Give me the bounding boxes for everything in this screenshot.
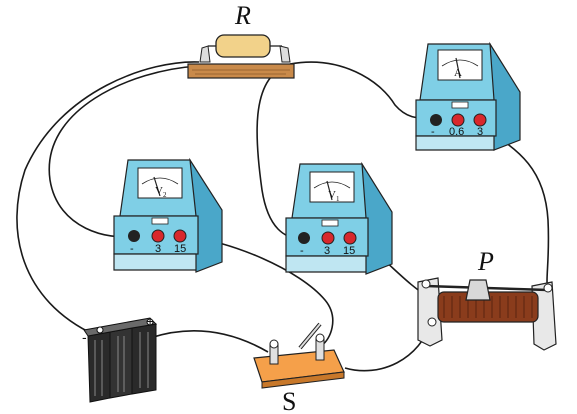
battery-cell-2 <box>109 327 133 399</box>
battery-cell-1 <box>87 331 111 403</box>
rheostat-terminal-top-left <box>421 279 431 289</box>
resistor-right-post <box>279 45 291 63</box>
ammeter-tick-06: 0.6 <box>449 126 464 138</box>
rheostat-label: P <box>477 247 494 276</box>
ammeter-needle <box>455 57 461 79</box>
wire-resistor-right-to-vmid-minus <box>256 65 304 239</box>
voltmeter-left-tick-minus: - <box>130 243 134 255</box>
rheostat-slider <box>465 279 491 301</box>
voltmeter-left-terminal-15 <box>173 229 187 243</box>
voltmeter-mid-tick-3: 3 <box>324 245 330 257</box>
voltmeter-mid-terminal-3 <box>321 231 335 245</box>
voltmeter-left-terminal-3 <box>151 229 165 243</box>
svg-text:V1: V1 <box>328 189 340 203</box>
ammeter-terminal-06 <box>451 113 465 127</box>
voltmeter-left-symbol: V <box>155 185 163 197</box>
voltmeter-left-subscript: 2 <box>163 191 167 199</box>
svg-text:V2: V2 <box>155 185 167 199</box>
voltmeter-mid-terminal-15 <box>343 231 357 245</box>
battery-cell-3 <box>131 323 157 395</box>
voltmeter-mid-symbol: V <box>328 189 336 201</box>
voltmeter-mid-terminal-minus <box>298 232 310 244</box>
voltmeter-mid-tick-15: 15 <box>343 245 355 257</box>
ammeter-symbol: A <box>454 67 462 79</box>
ammeter-terminal-minus <box>430 114 442 126</box>
wire-resistor-to-vleft-minus <box>48 65 200 238</box>
rheostat: P <box>417 247 557 351</box>
ammeter-dial <box>437 49 483 81</box>
voltmeter-mid-subscript: 1 <box>336 195 340 203</box>
ammeter-tick-minus: - <box>431 126 435 138</box>
resistor-body <box>215 34 271 58</box>
resistor-label: R <box>234 1 251 30</box>
resistor-base-board <box>187 63 295 79</box>
voltmeter-left-needle <box>153 176 161 197</box>
voltmeter-left-tick-15: 15 <box>174 243 186 255</box>
ammeter-tick-3: 3 <box>477 126 483 138</box>
battery-plus: + <box>146 313 154 329</box>
battery-minus: - <box>82 329 87 345</box>
wire-resistor-left-to-battery <box>16 61 200 336</box>
voltmeter-mid-needle <box>326 180 333 201</box>
voltmeter-mid-tick-minus: - <box>300 245 304 257</box>
switch: S <box>253 322 345 414</box>
wire-resistor-right-to-ammeter <box>289 61 433 119</box>
wire-battery-to-switch <box>149 330 269 353</box>
rheostat-terminal-top-right <box>543 283 553 293</box>
rheostat-terminal-bottom-left <box>427 317 437 327</box>
rheostat-left-stand <box>417 277 443 347</box>
ammeter-terminal-3 <box>473 113 487 127</box>
resistor-left-post <box>199 45 211 63</box>
ammeter: A - 0.6 3 <box>415 41 521 151</box>
switch-label: S <box>282 387 296 414</box>
voltmeter-mid: V1 - 3 15 <box>285 161 393 275</box>
voltmeter-left-terminal-minus <box>128 230 140 242</box>
resistor: R <box>187 1 295 79</box>
voltmeter-left: V2 - 3 15 <box>113 157 223 273</box>
battery: + - <box>82 313 158 403</box>
wire-ammeter-to-rheostat <box>482 127 550 291</box>
voltmeter-mid-dial <box>309 171 355 203</box>
voltmeter-left-dial <box>137 167 183 199</box>
voltmeter-left-tick-3: 3 <box>155 243 161 255</box>
